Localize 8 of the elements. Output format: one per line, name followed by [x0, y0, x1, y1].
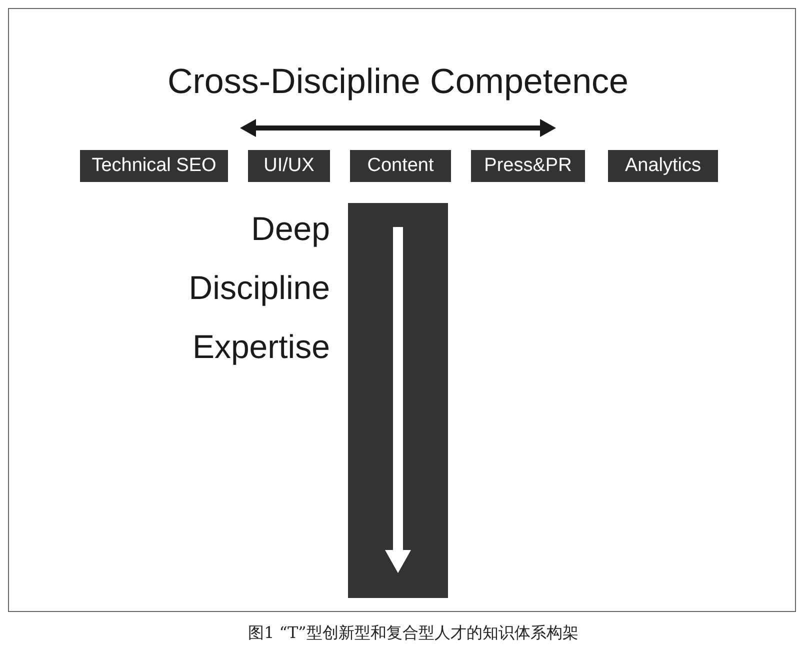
label-box: Press&PR	[471, 150, 585, 182]
side-label: Deep Discipline Expertise	[188, 209, 330, 367]
label-box: Content	[350, 150, 451, 182]
caption: 图1 “T”型创新型和复合型人才的知识体系构架	[248, 623, 578, 644]
label-box: Technical SEO	[80, 150, 228, 182]
label-box: Analytics	[608, 150, 718, 182]
label-box: UI/UX	[248, 150, 330, 182]
title: Cross-Discipline Competence	[168, 62, 628, 102]
